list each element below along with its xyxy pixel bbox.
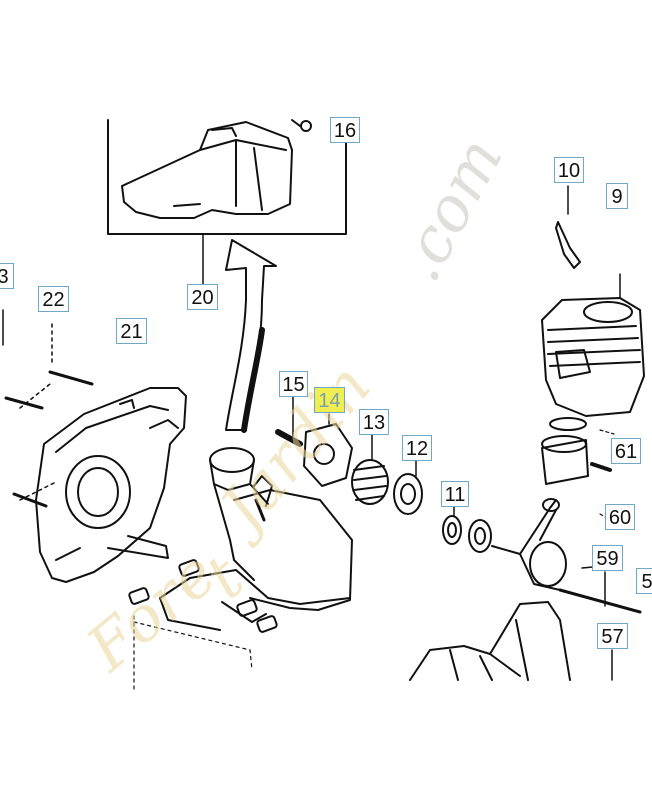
callout-3: 3 [0, 263, 14, 289]
callout-15: 15 [279, 371, 308, 397]
housing-part-21 [35, 387, 187, 583]
piston-part [541, 417, 615, 523]
intake-body [159, 447, 353, 631]
air-filter-cover-part-20 [121, 119, 312, 219]
callout-22: 22 [38, 286, 69, 312]
crankcase-part-57 [409, 601, 613, 681]
seal-part-11 [442, 503, 462, 545]
callout-20: 20 [187, 284, 218, 310]
bearing-part-12 [393, 459, 423, 515]
callout-11: 11 [441, 481, 469, 507]
cylinder-part-9 [541, 273, 645, 417]
callout-9: 9 [606, 183, 628, 209]
pin-part-15 [275, 395, 303, 447]
callout-57: 57 [597, 623, 628, 649]
screws-part-22 [4, 323, 94, 508]
callout-14-highlighted: 14 [314, 387, 345, 413]
spring-part-13 [351, 431, 389, 505]
callout-59: 59 [592, 545, 623, 571]
callout-12: 12 [402, 435, 432, 461]
callout-21: 21 [116, 318, 147, 344]
callout-61: 61 [611, 438, 641, 464]
callout-5: 5 [636, 568, 652, 594]
inset-frame [107, 119, 347, 235]
grommets [128, 559, 278, 691]
clutch-part-14 [303, 413, 353, 487]
assembly-arrow [225, 239, 277, 433]
callout-13: 13 [359, 409, 389, 435]
callout-60: 60 [605, 504, 635, 530]
callout-10: 10 [554, 157, 584, 183]
callout-16: 16 [330, 117, 360, 143]
spark-plug-part-10 [555, 185, 581, 269]
